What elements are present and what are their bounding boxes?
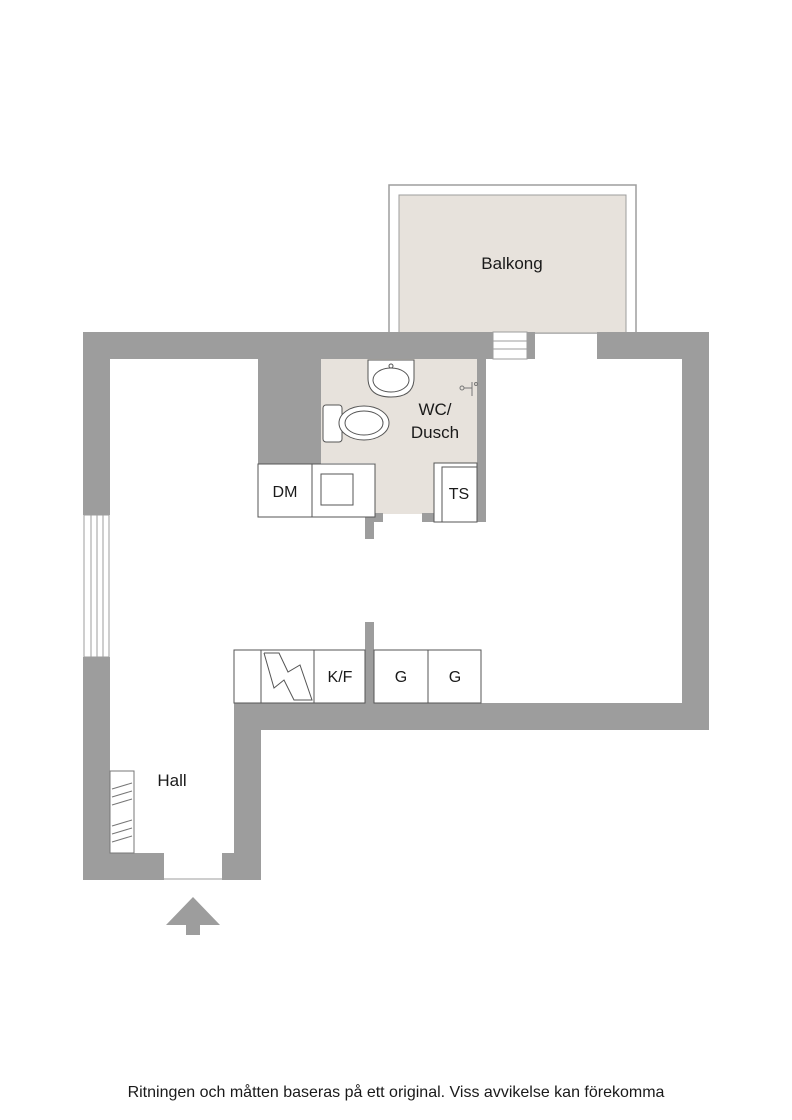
disclaimer-text: Ritningen och måtten baseras på ett orig… [127,1084,665,1101]
wall-kitchen-bottom [234,703,709,730]
kitchen-counter [233,649,482,704]
wall-right [682,332,709,730]
cabinet-1-label: G [395,669,407,686]
wall-hall-right [234,703,261,880]
wall-shaft [258,359,321,464]
wall-bathroom-left-stub [365,513,374,539]
balcony-label: Balkong [481,254,542,273]
window-left [83,514,110,658]
balcony: Balkong [388,184,637,334]
wall-balcony-pillar [527,332,535,359]
balcony-door [492,331,528,360]
wall-kitchen-partition [365,622,374,703]
wall-bottom-left [83,853,164,880]
entrance-arrow-icon [166,897,220,935]
dishwasher-row [257,463,376,518]
bathroom-floor-lower [375,462,435,514]
dishwasher-label: DM [273,484,298,501]
toilet-icon [322,404,390,443]
wall-left-lower [83,657,110,880]
cabinet-2-label: G [449,669,461,686]
hall-label: Hall [157,771,186,790]
stove-icon [263,652,313,701]
shower-head-icon [459,382,478,396]
wall-bathroom-right [477,359,486,522]
dryer-cabinet-label: TS [449,486,469,503]
fridge-freezer-label: K/F [328,669,353,686]
wall-top-left [83,332,493,359]
wall-bathroom-bottom-right [422,513,442,522]
wall-left-upper [83,332,110,515]
dryer-cabinet: TS [433,462,478,523]
sink-icon [367,359,415,398]
hall-wardrobe [109,770,135,854]
bathroom-label-line2: Dusch [411,423,459,442]
balcony-floor [398,194,627,334]
bathroom-label-line1: WC/ [418,400,451,419]
wall-bottom-right [222,853,261,880]
walls [83,332,709,880]
